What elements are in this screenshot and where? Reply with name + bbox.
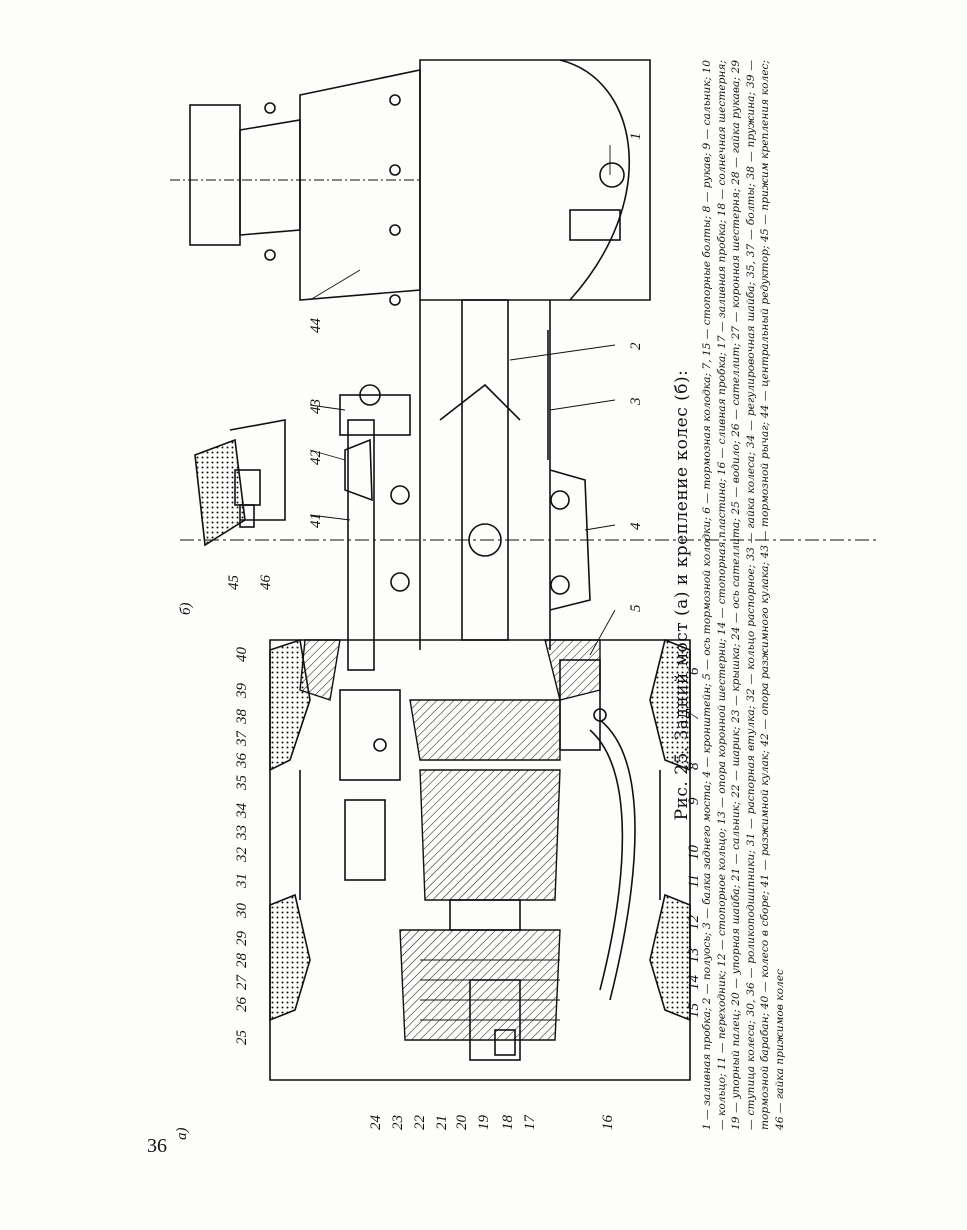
callout: 23 xyxy=(390,1115,406,1130)
callout: 30 xyxy=(234,903,250,920)
callout: 41 xyxy=(308,513,324,528)
callout: 44 xyxy=(308,318,324,334)
callouts-detail-b: 45 46 xyxy=(226,575,274,591)
callout: 6 xyxy=(686,667,702,675)
brake-camshaft xyxy=(339,384,411,671)
wheel-rim xyxy=(269,638,691,1022)
callout: 42 xyxy=(308,450,324,466)
callout: 7 xyxy=(686,711,702,720)
callout: 31 xyxy=(234,873,250,889)
callout: 2 xyxy=(628,342,644,350)
callout: 4 xyxy=(628,522,644,530)
callout: 22 xyxy=(412,1115,428,1131)
callout: 12 xyxy=(686,915,702,931)
callouts-left: 25 26 27 28 29 30 31 32 33 34 35 36 37 3… xyxy=(234,647,250,1046)
callouts-bottom: 24 23 22 21 20 19 18 17 16 xyxy=(368,1114,616,1131)
callout: 8 xyxy=(686,762,702,770)
callout: 25 xyxy=(234,1030,250,1046)
callout: 34 xyxy=(234,803,250,820)
callout: 24 xyxy=(368,1115,384,1131)
callout: 26 xyxy=(234,997,250,1013)
callout: 17 xyxy=(522,1114,538,1131)
callout: 27 xyxy=(234,974,250,991)
callout: 45 xyxy=(226,575,242,591)
callout: 10 xyxy=(686,845,702,861)
caption-body: 1 — заливная пробка; 2 — полуось; 3 — ба… xyxy=(701,60,786,1130)
callout: 9 xyxy=(686,797,702,805)
callout: 39 xyxy=(234,683,250,700)
callout: 46 xyxy=(258,575,274,591)
callout: 40 xyxy=(234,647,250,663)
figure-caption: Рис. 25. Задний мост (а) и крепление кол… xyxy=(672,60,787,1130)
callout: 1 xyxy=(628,133,644,141)
callout: 19 xyxy=(476,1115,492,1131)
page-number: 36 xyxy=(147,1135,167,1157)
callout: 3 xyxy=(628,398,644,407)
callout: 32 xyxy=(234,847,250,864)
callouts-top: 41 42 43 44 xyxy=(308,318,324,529)
callout-leaders xyxy=(309,145,616,656)
callout: 28 xyxy=(234,953,250,969)
callout: 33 xyxy=(234,825,250,841)
callout: 16 xyxy=(600,1115,616,1131)
caption-title: Рис. 25. Задний мост (а) и крепление кол… xyxy=(672,369,692,821)
callout: 21 xyxy=(434,1115,450,1130)
callout: 18 xyxy=(500,1115,516,1131)
callouts-right: 1 2 3 4 5 6 7 8 9 10 11 12 13 14 15 xyxy=(628,133,702,1019)
callout: 37 xyxy=(234,730,250,748)
callout: 15 xyxy=(686,1003,702,1019)
detail-b-wheel-clamp xyxy=(194,419,286,547)
callout: 14 xyxy=(686,975,702,991)
wheel-hub-section xyxy=(269,639,691,1081)
callout: 11 xyxy=(686,874,702,888)
callout: 36 xyxy=(234,753,250,770)
figure-label-b: б) xyxy=(178,602,194,615)
callout: 13 xyxy=(686,948,702,963)
callout: 20 xyxy=(454,1115,470,1131)
callout: 38 xyxy=(234,709,250,726)
callout: 29 xyxy=(234,931,250,947)
central-reducer xyxy=(170,59,651,306)
callout: 43 xyxy=(308,399,324,414)
figure-label-a: а) xyxy=(174,1128,190,1141)
callout: 35 xyxy=(234,775,250,792)
callout: 5 xyxy=(628,604,644,612)
